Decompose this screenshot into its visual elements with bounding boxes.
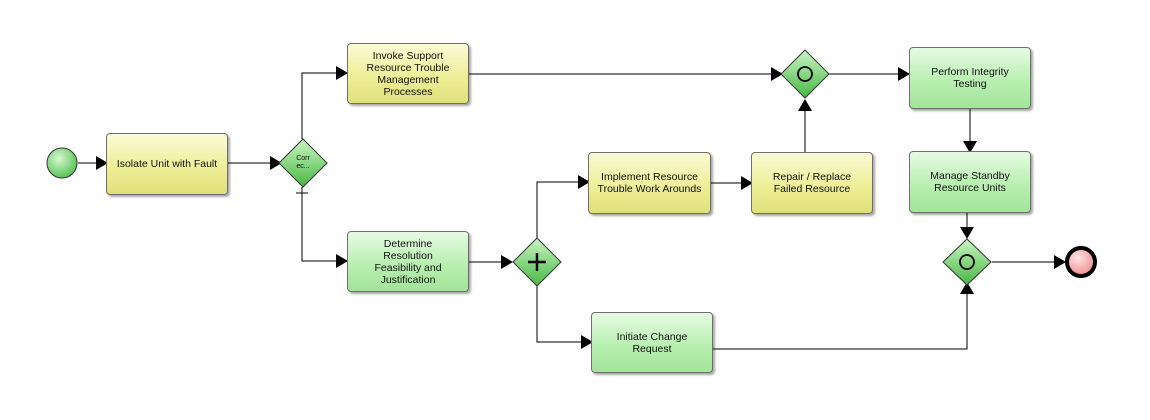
task-initiate-change-request[interactable]: Initiate Change Request xyxy=(591,312,713,373)
end-event-icon[interactable] xyxy=(1065,246,1097,278)
task-label: Perform Integrity Testing xyxy=(931,66,1009,90)
gateway-label-correct: Corr ec... xyxy=(296,155,310,170)
task-label: Determine Resolution Feasibility and Jus… xyxy=(374,237,442,286)
exclusive-gateway-icon[interactable] xyxy=(278,138,328,188)
task-repair-replace[interactable]: Repair / Replace Failed Resource xyxy=(751,152,873,214)
task-isolate-unit[interactable]: Isolate Unit with Fault xyxy=(106,133,228,195)
task-label: Initiate Change Request xyxy=(616,330,688,355)
task-invoke-support[interactable]: Invoke Support Resource Trouble Manageme… xyxy=(347,43,469,104)
inclusive-gateway-merge-icon[interactable] xyxy=(780,49,830,99)
flow-arrowheads xyxy=(96,66,1066,349)
task-manage-standby-units[interactable]: Manage Standby Resource Units xyxy=(909,151,1031,213)
task-perform-integrity-testing[interactable]: Perform Integrity Testing xyxy=(909,47,1031,109)
task-determine-resolution[interactable]: Determine Resolution Feasibility and Jus… xyxy=(347,231,469,292)
task-implement-workarounds[interactable]: Implement Resource Trouble Work Arounds xyxy=(588,152,711,214)
inclusive-gateway-join-icon[interactable] xyxy=(942,238,992,286)
task-label: Invoke Support Resource Trouble Manageme… xyxy=(366,49,450,98)
task-label: Repair / Replace Failed Resource xyxy=(772,171,852,195)
task-label: Manage Standby Resource Units xyxy=(930,170,1010,194)
parallel-gateway-icon[interactable] xyxy=(512,237,562,287)
task-label: Implement Resource Trouble Work Arounds xyxy=(597,171,702,195)
task-label: Isolate Unit with Fault xyxy=(116,158,218,170)
start-event-icon[interactable] xyxy=(46,147,78,179)
sequence-flow-lines xyxy=(78,72,1056,350)
